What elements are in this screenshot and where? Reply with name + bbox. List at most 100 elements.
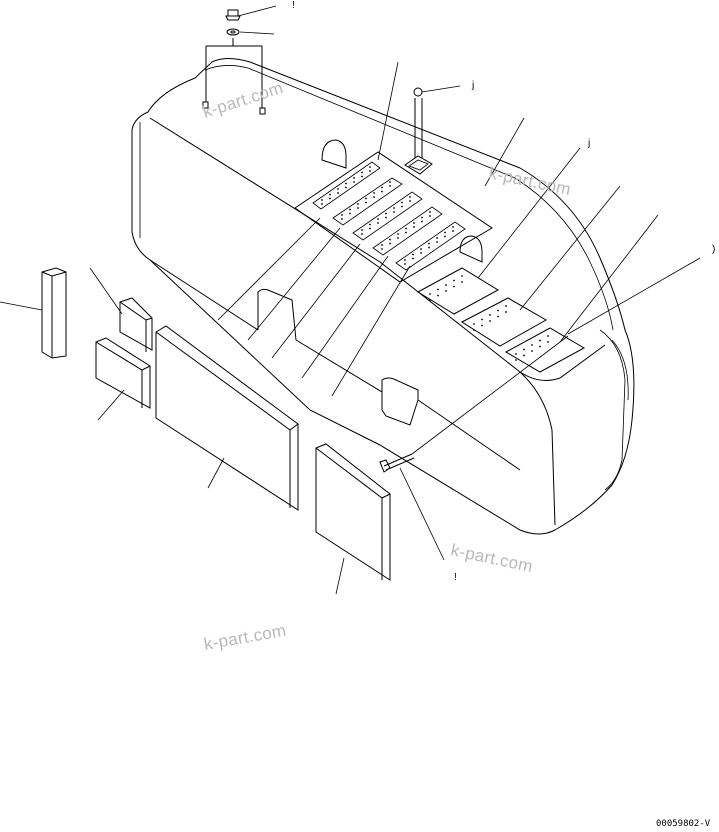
plate-dot — [523, 348, 525, 351]
plate-dot — [489, 314, 491, 316]
plate-dot — [321, 203, 323, 205]
block-square-small — [119, 297, 153, 352]
plate-dot — [369, 170, 371, 172]
plate-dot — [453, 285, 455, 288]
watermark-3: k-part.com — [449, 540, 534, 576]
block-right-plate — [315, 443, 391, 581]
bolt-lower — [379, 453, 415, 473]
block-medium — [95, 337, 151, 409]
plate-dot — [389, 181, 391, 183]
plate-dot — [381, 190, 383, 193]
plate-dot — [357, 203, 359, 205]
plate-dot — [341, 214, 343, 216]
plate-dot — [377, 218, 379, 220]
plate-dot — [531, 350, 533, 352]
plate-dot — [345, 186, 347, 189]
plate-dot — [409, 196, 411, 198]
plate-dot — [389, 238, 391, 241]
plate-dot — [429, 211, 431, 213]
plate-dot — [385, 212, 387, 215]
watermark-4: k-part.com — [202, 621, 287, 654]
plate-dot — [337, 192, 339, 194]
plate-dot — [377, 222, 379, 224]
plate-dot — [453, 279, 455, 282]
plate-dot — [373, 192, 375, 194]
plate-dot — [444, 231, 446, 234]
plate-dot — [429, 293, 431, 295]
plate-dot — [369, 166, 371, 168]
plate-dot — [361, 171, 363, 174]
plate-dot — [497, 309, 499, 312]
plate-dot — [361, 229, 363, 231]
plate-dot — [437, 294, 439, 297]
plate-dot — [389, 185, 391, 187]
plate-dot — [397, 233, 399, 235]
bolt-top — [225, 9, 241, 21]
plate-dot — [361, 233, 363, 235]
plate-dot — [412, 257, 414, 260]
plate-dot — [505, 311, 507, 313]
plate-dot — [385, 216, 387, 219]
plate-dot — [381, 186, 383, 189]
watermark-2: k-part.com — [487, 163, 572, 199]
plate-dot — [515, 353, 517, 355]
plate-dot — [404, 263, 406, 265]
plate-dot — [421, 220, 423, 223]
plate-dot — [429, 215, 431, 217]
leader-lines — [0, 5, 701, 595]
plate-dot — [381, 248, 383, 250]
plate-dot — [523, 354, 525, 357]
plate-dot — [489, 320, 491, 322]
plate-dot — [365, 201, 367, 204]
callout-mark-1: ! — [292, 0, 295, 11]
plate-dot — [452, 226, 454, 228]
plate-dot — [436, 237, 438, 239]
plate-dot — [505, 305, 507, 307]
plate-dot — [445, 284, 447, 286]
plate-dot — [413, 226, 415, 228]
plate-dot — [341, 218, 343, 220]
plate-dot — [452, 230, 454, 232]
plate-dot — [393, 207, 395, 209]
small-plate-2 — [460, 297, 548, 347]
plate-dot — [381, 244, 383, 246]
plate-dot — [404, 259, 406, 261]
plate-dot — [421, 216, 423, 219]
plate-dot — [329, 197, 331, 200]
plate-dot — [401, 201, 403, 204]
plate-dot — [353, 177, 355, 179]
callout-mark-5: ! — [454, 572, 457, 583]
plate-dot — [401, 205, 403, 208]
callout-mark-3: j — [587, 138, 590, 149]
plate-dot — [393, 211, 395, 213]
plate-dot — [345, 182, 347, 185]
small-plate-1 — [417, 267, 499, 315]
plate-dot — [365, 197, 367, 200]
plate-dot — [436, 241, 438, 243]
plate-dot — [369, 223, 371, 226]
plate-dot — [353, 181, 355, 183]
bracket-lines — [202, 38, 266, 115]
plate-dot — [547, 335, 549, 337]
plate-dot — [437, 288, 439, 291]
plate-dot — [369, 227, 371, 230]
plate-dot — [329, 193, 331, 196]
plate-dot — [389, 242, 391, 245]
plate-dot — [409, 200, 411, 202]
plate-dot — [349, 212, 351, 215]
plate-dot — [373, 196, 375, 198]
washer-top — [226, 28, 240, 36]
plate-dot — [405, 227, 407, 230]
block-large-plate — [155, 325, 299, 511]
watermark-1: k-part.com — [200, 78, 285, 122]
plate-dot — [321, 199, 323, 201]
plate-dot — [413, 222, 415, 224]
plate-dot — [497, 315, 499, 318]
plate-dot — [473, 323, 475, 325]
label-plate-main — [294, 151, 493, 283]
plate-dot — [412, 253, 414, 256]
plate-dot — [405, 231, 407, 234]
plate-dot — [461, 275, 463, 277]
drawing-code: 00059802-V — [656, 819, 711, 829]
